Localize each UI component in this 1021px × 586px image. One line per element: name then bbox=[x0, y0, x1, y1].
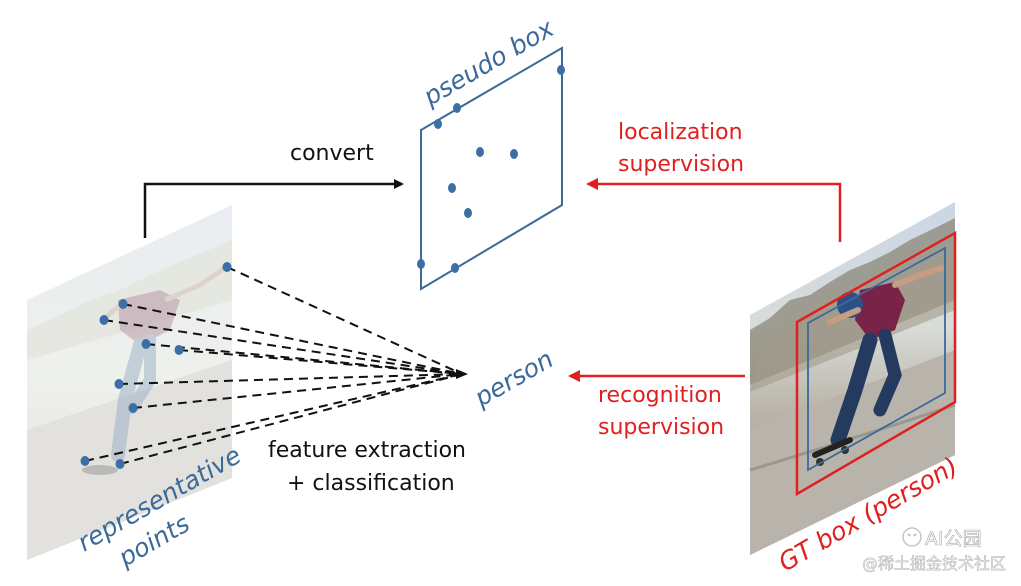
localization-label: localization bbox=[618, 120, 743, 145]
rep-point bbox=[115, 459, 125, 469]
feature-arrowhead bbox=[456, 369, 468, 379]
classification-label: + classification bbox=[287, 471, 455, 496]
rep-point bbox=[114, 379, 124, 389]
wechat-icon bbox=[902, 527, 922, 547]
pseudo-point bbox=[434, 119, 442, 129]
recognition-label: recognition bbox=[598, 383, 722, 408]
right-photo-panel bbox=[749, 202, 956, 555]
rep-point bbox=[99, 315, 109, 325]
convert-arrow bbox=[143, 179, 404, 238]
rep-point bbox=[141, 339, 151, 349]
rep-point bbox=[174, 345, 184, 355]
pseudo-box-points bbox=[417, 65, 565, 273]
pseudo-point bbox=[451, 263, 459, 273]
recognition-supervision-label: supervision bbox=[598, 415, 724, 440]
left-photo-panel bbox=[27, 205, 232, 560]
watermark-line2: @稀土掘金技术社区 bbox=[862, 554, 1006, 573]
pseudo-point bbox=[557, 65, 565, 75]
pseudo-point bbox=[453, 103, 461, 113]
feature-lines bbox=[84, 266, 463, 465]
watermark: AI公园 @稀土掘金技术社区 bbox=[862, 527, 1006, 573]
watermark-line1: AI公园 bbox=[925, 528, 982, 550]
localization-supervision-label: supervision bbox=[618, 152, 744, 177]
pseudo-box bbox=[420, 46, 563, 291]
rep-point bbox=[80, 456, 90, 466]
pseudo-point bbox=[510, 149, 518, 159]
feature-extraction-label: feature extraction bbox=[268, 438, 466, 463]
convert-label: convert bbox=[290, 141, 374, 166]
representative-points bbox=[80, 262, 232, 469]
pseudo-point bbox=[476, 147, 484, 157]
person-label: person bbox=[469, 344, 559, 412]
pseudo-point bbox=[448, 183, 456, 193]
pseudo-point bbox=[464, 208, 472, 218]
pseudo-point bbox=[417, 259, 425, 269]
rep-point bbox=[128, 403, 138, 413]
rep-point bbox=[118, 299, 128, 309]
gt-box bbox=[795, 230, 957, 497]
pseudo-box-overlay bbox=[807, 246, 946, 472]
rep-point bbox=[222, 262, 232, 272]
localization-arrow bbox=[586, 178, 842, 242]
